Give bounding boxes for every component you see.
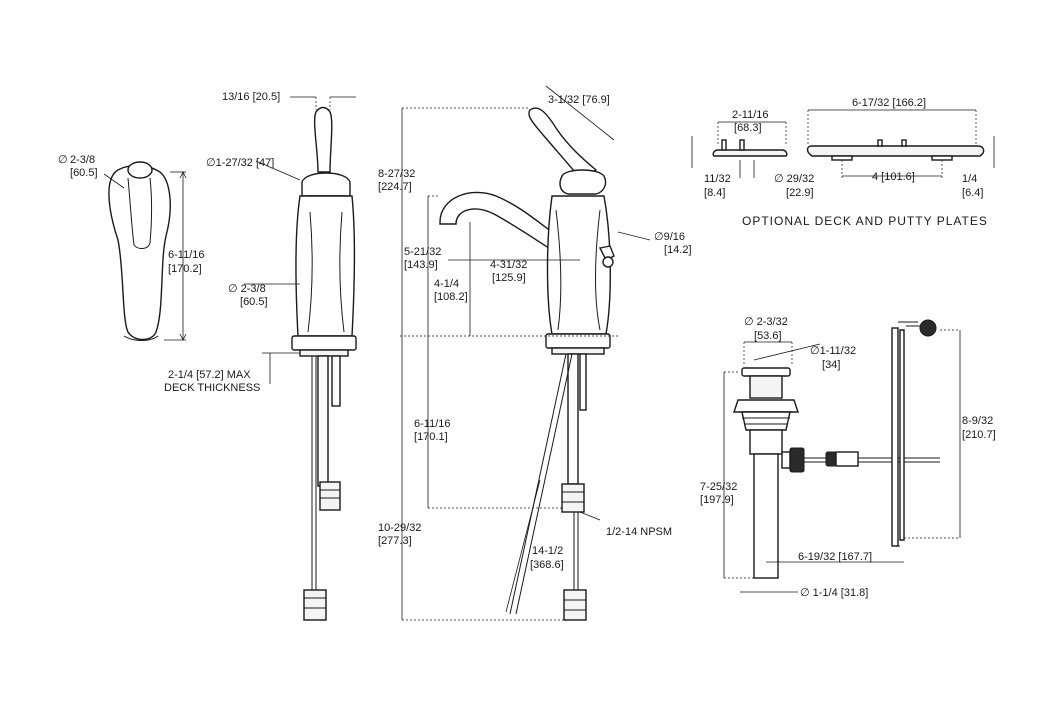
shank-length-dim: 6-11/16 [170.1] [414,418,451,443]
lever-angle-label: 3-1/32 [76.9] [548,94,610,106]
handle-diameter-mm: [60.5] [70,167,98,179]
handle-height-mm: [170.2] [168,263,202,275]
putty-width-value: 2-11/16 [732,109,769,121]
drain-body-label: ∅1-11/32 [810,345,856,357]
spout-reach-value: 4-31/32 [490,259,527,271]
deck-width-label: 6-17/32 [166.2] [852,97,926,109]
putty-height-value: 11/32 [704,173,731,185]
spout-reach-mm: [125.9] [492,272,526,284]
deck-plate [806,109,995,178]
thread-callout: 1/2-14 NPSM [606,526,672,538]
drain-flange-label: ∅ 2-3/32 [744,316,788,328]
drain-flange-dim: ∅ 2-3/32 [53.6] [744,316,788,342]
shank-length-mm: [170.1] [414,431,448,443]
supply-length-dim: 14-1/2 [368.6] [530,545,564,571]
hole-diameter-mm: [22.9] [786,187,814,199]
spout-height-value: 5-21/32 [404,246,441,258]
faucet-side-view [244,96,357,621]
rod-reach-dim: 6-19/32 [167.7] [798,551,872,563]
base-diameter-dim: ∅ 2-3/8 [60.5] [228,283,268,308]
handle-diameter-value: 2-3/8 [70,154,95,166]
supply-length-value: 14-1/2 [532,545,563,557]
handle-top-view [103,161,187,341]
putty-plate [691,121,788,178]
spacing-dim: 4 [101.6] [872,171,915,183]
supply-length-mm: [368.6] [530,559,564,571]
deck-thickness-dim: 2-1/4 [57.2] MAX DECK THICKNESS [164,352,300,394]
plates-caption: OPTIONAL DECK AND PUTTY PLATES [742,214,988,228]
putty-height-mm: [8.4] [704,187,725,199]
deck-thickness-label: 2-1/4 [57.2] MAX [168,369,251,381]
rod-height-mm: [210.7] [962,429,996,441]
spacing-label: 4 [101.6] [872,171,915,183]
overall-height-mm: [224.7] [378,181,412,193]
drain-height-mm: [197.9] [700,494,734,506]
shank-length-value: 6-11/16 [414,418,451,430]
faucet-front-view [400,85,651,621]
handle-height-value: 6-11/16 [168,249,205,261]
deck-thickness-caption: DECK THICKNESS [164,382,260,394]
drain-assembly [723,319,961,593]
overall-height-dim: 8-27/32 [224.7] [378,168,415,193]
lever-diameter-dim: ∅1-27/32 [47] [206,157,274,169]
aerator-diameter-dim: ∅9/16 [14.2] [654,231,692,256]
rod-height-dim: 8-9/32 [210.7] [962,415,996,441]
hole-diameter-dim: ∅ 29/32 [22.9] [774,173,814,199]
aerator-diameter-mm: [14.2] [664,244,692,256]
tail-diameter-dim: ∅ 1-1/4 [31.8] [800,587,868,599]
deck-width-dim: 6-17/32 [166.2] [852,97,926,109]
spout-clearance-dim: 4-1/4 [108.2] [434,278,468,303]
deck-height-value: 1/4 [962,173,977,185]
total-length-mm: [277.3] [378,535,412,547]
drain-body-dim: ∅1-11/32 [34] [810,345,856,371]
lever-angle-dim: 3-1/32 [76.9] [548,94,610,106]
spout-clearance-value: 4-1/4 [434,278,459,290]
hole-diameter-label: ∅ 29/32 [774,173,814,185]
lever-width-label: 13/16 [20.5] [222,91,280,103]
spout-height-dim: 5-21/32 [143.9] [404,246,441,271]
diameter-symbol: ∅ [58,154,68,166]
drain-height-value: 7-25/32 [700,481,737,493]
total-length-dim: 10-29/32 [277.3] [378,522,421,547]
lever-diameter-label: ∅1-27/32 [47] [206,157,274,169]
drain-body-mm: [34] [822,359,840,371]
handle-height-dim: 6-11/16 [170.2] [168,249,205,275]
deck-height-dim: 1/4 [6.4] [962,173,983,199]
spout-clearance-mm: [108.2] [434,291,468,303]
putty-width-mm: [68.3] [734,122,762,134]
spout-reach-dim: 4-31/32 [125.9] [490,259,527,284]
putty-height-dim: 11/32 [8.4] [704,173,731,199]
rod-height-value: 8-9/32 [962,415,993,427]
base-diameter-mm: [60.5] [240,296,268,308]
deck-height-mm: [6.4] [962,187,983,199]
rod-reach-label: 6-19/32 [167.7] [798,551,872,563]
tail-diameter-label: ∅ 1-1/4 [31.8] [800,587,868,599]
putty-width-dim: 2-11/16 [68.3] [732,109,769,134]
thread-label: 1/2-14 NPSM [606,526,672,538]
handle-diameter-dim: ∅ 2-3/8 [60.5] [58,154,98,179]
total-length-value: 10-29/32 [378,522,421,534]
overall-height-value: 8-27/32 [378,168,415,180]
drain-flange-mm: [53.6] [754,330,782,342]
aerator-diameter-label: ∅9/16 [654,231,685,243]
spout-height-mm: [143.9] [404,259,438,271]
base-diameter-label: ∅ 2-3/8 [228,283,266,295]
drain-height-dim: 7-25/32 [197.9] [700,481,737,506]
lever-width-dim: 13/16 [20.5] [222,91,280,103]
